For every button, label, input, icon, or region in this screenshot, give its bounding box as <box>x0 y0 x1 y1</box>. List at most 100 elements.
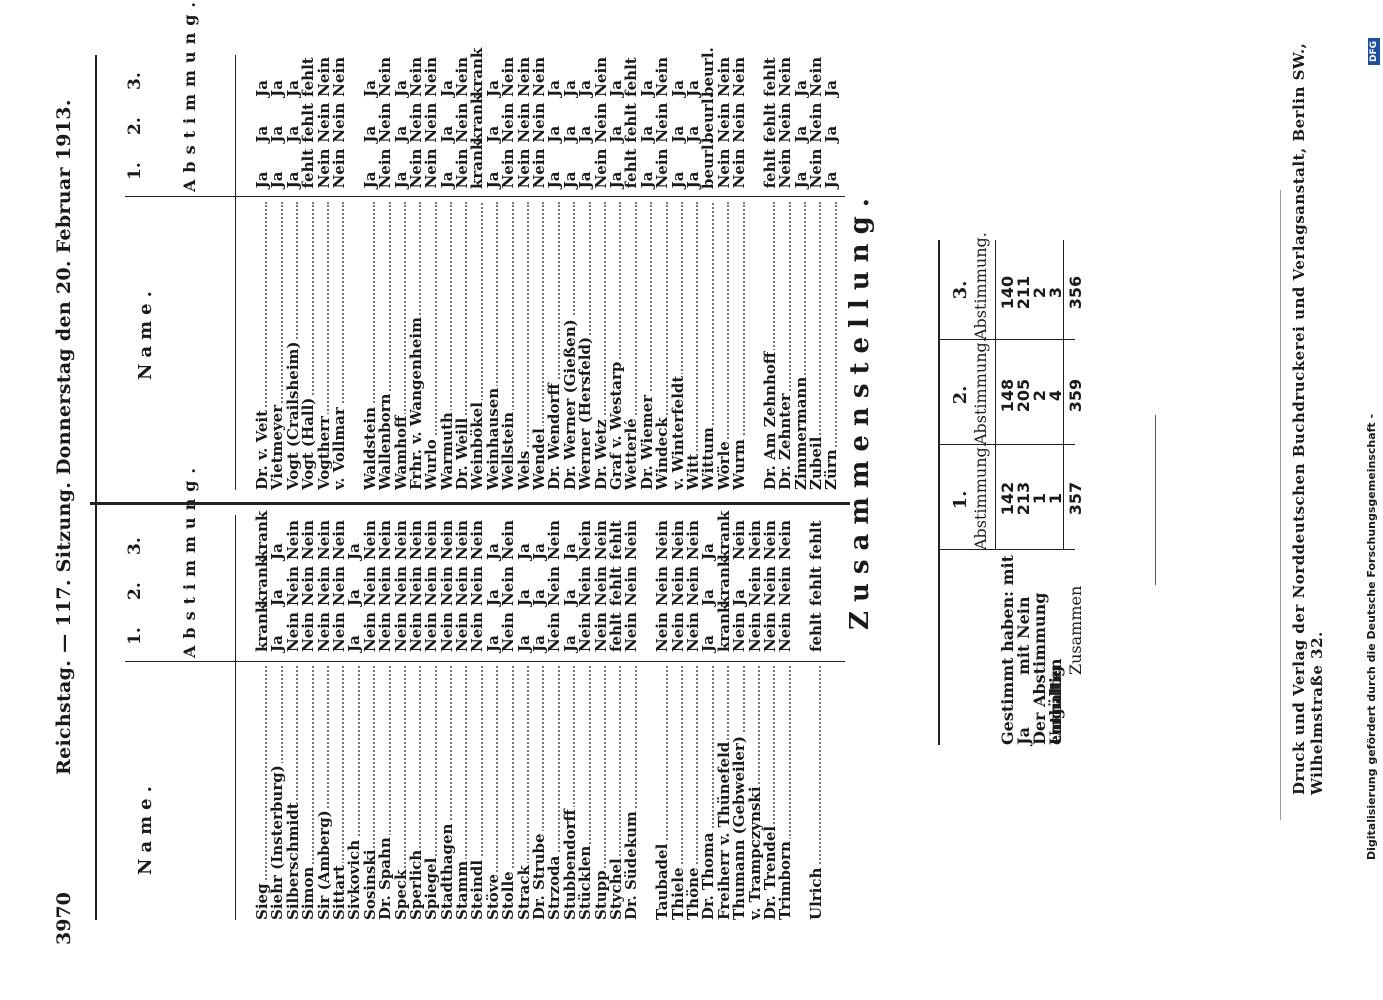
member-name: Dr. Südekum <box>624 809 640 920</box>
member-name: Trimborn <box>778 839 794 920</box>
summary-col-1-label: Abstimmung. <box>971 442 990 550</box>
member-name: Thiele <box>670 865 686 920</box>
member-name-cell: Thiele <box>670 662 686 920</box>
member-name: Zürn <box>824 447 840 490</box>
vote-cell: fehlt <box>807 612 826 652</box>
member-name-cell: Weinhausen <box>485 198 502 490</box>
member-name: Stubbendorff <box>562 807 579 920</box>
member-name-cell: Stupp <box>593 662 609 920</box>
member-name-cell: v. Vollmar <box>331 198 348 490</box>
member-name: Sperlich <box>408 847 425 920</box>
member-name-cell: Vogtherr <box>316 198 332 490</box>
member-name-cell: Dr. Trendel <box>762 662 779 920</box>
member-name: Dr. Wiemer <box>639 392 656 490</box>
member-name: Dr. Am Zehnhoff <box>762 349 779 490</box>
summary-total-label: Zusammen <box>1066 585 1085 675</box>
header-divider <box>235 515 236 920</box>
member-name-cell: Sir (Amberg) <box>316 662 332 920</box>
summary-total: 356 <box>1066 275 1085 310</box>
vote-cell: Nein <box>730 56 749 97</box>
member-name: Witt <box>685 451 702 490</box>
member-name: Stupp <box>593 868 609 920</box>
member-name-cell: v. Winterfeldt <box>670 198 686 490</box>
vote-cell: Nein <box>329 102 348 143</box>
member-name: Stamm <box>455 858 471 920</box>
member-name-cell: Wurlo <box>424 198 440 490</box>
member-name-cell: Speck <box>393 662 409 920</box>
member-name-cell: Dr. Südekum <box>624 662 640 920</box>
member-name-cell: Vogt (Hall) <box>301 198 317 490</box>
vote-cell: fehlt <box>807 520 826 560</box>
member-name: Weinbökel <box>470 400 486 490</box>
member-name-cell: Wallenborn <box>378 198 394 490</box>
member-name: Dr. Zehnter <box>778 391 794 490</box>
member-name: Dr. Strube <box>532 831 548 920</box>
member-name: Wamhoff <box>393 413 409 490</box>
page-header: 3970 Reichstag. — 117. Sitzung. Donnerst… <box>45 65 85 945</box>
member-name-cell: Wendel <box>532 198 548 490</box>
summary-col-1-number: 1. <box>950 490 971 510</box>
member-name: Dr. Trendel <box>762 823 779 920</box>
summary-col-2-number: 2. <box>950 385 971 405</box>
member-name: Vogtherr <box>316 414 332 490</box>
summary-col-3-label: Abstimmung. <box>971 232 990 340</box>
member-name: Frhr. v. Wangenheim <box>408 315 425 490</box>
member-name: Ulrich <box>809 865 825 920</box>
member-name: Sieg <box>255 881 271 920</box>
summary-top-rule <box>938 240 940 745</box>
member-name: Steindl <box>470 857 486 920</box>
member-name-cell: Wamhoff <box>393 198 409 490</box>
member-name: Dr. Wetz <box>593 417 609 490</box>
summary-row-label: Ungültig <box>1046 665 1065 745</box>
member-name-cell: Dr. Thoma <box>701 662 717 920</box>
member-name: Stadthagen <box>439 821 456 920</box>
member-name: Stücklen <box>578 843 594 920</box>
member-name-cell: Taubadel <box>655 662 671 920</box>
member-name: Wendel <box>532 426 548 490</box>
member-name-cell: Simon <box>301 662 317 920</box>
vote-cell: Nein <box>622 566 641 606</box>
member-name: Wittum <box>701 425 717 490</box>
member-name: Thumann (Gebweiler) <box>732 734 748 920</box>
member-name-cell: Vietmeyer <box>270 198 286 490</box>
member-name-cell: Stychel <box>608 662 625 920</box>
vote-cell: Nein <box>730 148 749 189</box>
summary-total-rule <box>1063 240 1064 550</box>
vote-cell: Nein <box>730 102 749 143</box>
member-name-cell: Dr. Wetz <box>593 198 609 490</box>
member-name: Weinhausen <box>485 385 502 490</box>
vote-cell: Ja <box>822 125 841 143</box>
member-name: Sir (Amberg) <box>316 808 332 920</box>
summary-value: 3 <box>1046 286 1065 299</box>
member-name: Stolle <box>501 869 517 920</box>
member-name: Zimmermann <box>793 374 810 490</box>
vote-cell: Ja <box>822 79 841 97</box>
member-name-cell: Stöve <box>485 662 502 920</box>
member-name: Wurm <box>732 437 748 490</box>
member-name-cell: Vogt (Crailsheim) <box>285 198 302 490</box>
member-name: Sittart <box>331 863 348 920</box>
member-name-cell: Wetterlé <box>624 198 640 490</box>
summary-total-row: Zusammen 357 359 356 <box>1066 240 1085 745</box>
summary-rows: Gestimmt haben: mit Ja 142 148 140 mit N… <box>998 240 1065 745</box>
summary-row: Ungültig 1 4 3 <box>1046 240 1065 745</box>
member-name: v. Vollmar <box>331 405 348 490</box>
header-divider <box>235 55 236 490</box>
member-name-cell: Witt <box>685 198 702 490</box>
member-name: Windeck <box>655 415 671 490</box>
member-name-cell: Stolle <box>501 662 517 920</box>
printer-imprint: Druck und Verlag der Norddeutschen Buchd… <box>1290 42 1326 795</box>
column-header-abstimmung: Abstimmung. <box>180 461 199 658</box>
member-name: v. Winterfeldt <box>670 373 686 490</box>
